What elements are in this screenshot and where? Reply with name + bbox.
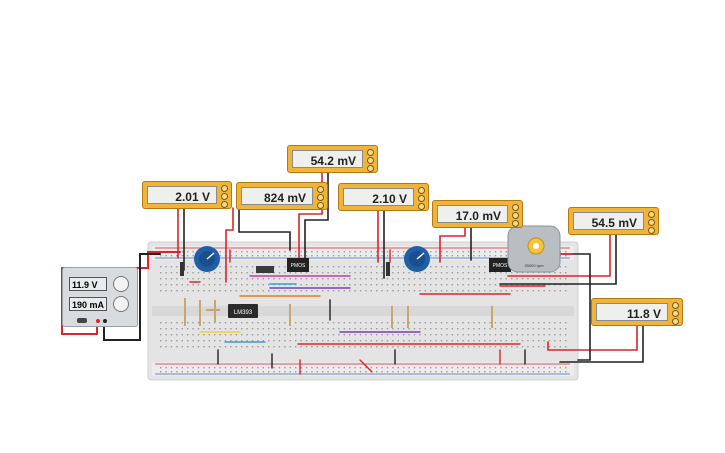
meter-display: 824 mV xyxy=(241,187,313,205)
dc-motor[interactable]: 25000 rpm xyxy=(507,225,561,273)
meter-display: 2.10 V xyxy=(343,188,414,206)
diode-left[interactable] xyxy=(180,262,184,276)
meter-terminal-icon[interactable] xyxy=(221,193,228,200)
meter-terminal-icon[interactable] xyxy=(672,318,679,325)
power-switch[interactable] xyxy=(77,318,87,323)
meter-display: 54.2 mV xyxy=(292,150,363,168)
meter-terminal-icon[interactable] xyxy=(672,310,679,317)
resistors[interactable] xyxy=(184,298,493,328)
power-supply[interactable]: 11.9 V 190 mA xyxy=(62,267,138,327)
meter-terminal-icon[interactable] xyxy=(367,157,374,164)
meter-terminal-icon[interactable] xyxy=(367,165,374,172)
multimeter-6[interactable]: 54.5 mV xyxy=(568,207,659,235)
multimeter-2[interactable]: 824 mV xyxy=(236,182,328,210)
meter-terminal-icon[interactable] xyxy=(418,187,425,194)
multimeter-5[interactable]: 17.0 mV xyxy=(432,200,523,228)
meter-display: 54.5 mV xyxy=(573,212,644,230)
meter-terminal-icon[interactable] xyxy=(418,195,425,202)
meter-terminal-icon[interactable] xyxy=(648,219,655,226)
voltage-knob-icon[interactable] xyxy=(113,276,129,292)
multimeter-1[interactable]: 2.01 V xyxy=(142,181,232,209)
meter-display: 17.0 mV xyxy=(437,205,508,223)
meter-terminal-icon[interactable] xyxy=(512,212,519,219)
mosfet-right-label: PMOS xyxy=(493,263,508,269)
multimeter-4[interactable]: 2.10 V xyxy=(338,183,429,211)
multimeter-3[interactable]: 54.2 mV xyxy=(287,145,378,173)
meter-display: 2.01 V xyxy=(147,186,217,204)
current-knob-icon[interactable] xyxy=(113,296,129,312)
mosfet-right[interactable]: PMOS xyxy=(489,258,511,272)
lm393-label: LM393 xyxy=(234,310,253,316)
motor-rpm: 25000 rpm xyxy=(524,263,544,268)
diode-right[interactable] xyxy=(386,262,390,276)
slide-switch[interactable] xyxy=(256,266,274,273)
potentiometer-right[interactable] xyxy=(404,246,430,272)
psu-current-display: 190 mA xyxy=(69,297,107,311)
psu-voltage-display: 11.9 V xyxy=(69,277,107,291)
meter-terminal-icon[interactable] xyxy=(367,149,374,156)
meter-terminal-icon[interactable] xyxy=(512,204,519,211)
mosfet-left-label: PMOS xyxy=(291,263,306,269)
lm393-chip[interactable]: LM393 xyxy=(228,304,258,318)
psu-positive-terminal[interactable] xyxy=(96,319,100,323)
multimeter-7[interactable]: 11.8 V xyxy=(591,298,683,326)
meter-terminal-icon[interactable] xyxy=(648,227,655,234)
meter-terminal-icon[interactable] xyxy=(648,211,655,218)
meter-terminal-icon[interactable] xyxy=(221,185,228,192)
meter-terminal-icon[interactable] xyxy=(418,203,425,210)
wires[interactable] xyxy=(61,171,644,375)
meter-terminal-icon[interactable] xyxy=(672,302,679,309)
meter-terminal-icon[interactable] xyxy=(512,220,519,227)
meter-terminal-icon[interactable] xyxy=(317,186,324,193)
mosfet-left[interactable]: PMOS xyxy=(287,258,309,272)
meter-terminal-icon[interactable] xyxy=(317,194,324,201)
meter-terminal-icon[interactable] xyxy=(317,202,324,209)
meter-terminal-icon[interactable] xyxy=(221,201,228,208)
psu-negative-terminal[interactable] xyxy=(103,319,107,323)
potentiometer-left[interactable] xyxy=(194,246,220,272)
meter-display: 11.8 V xyxy=(596,303,668,321)
